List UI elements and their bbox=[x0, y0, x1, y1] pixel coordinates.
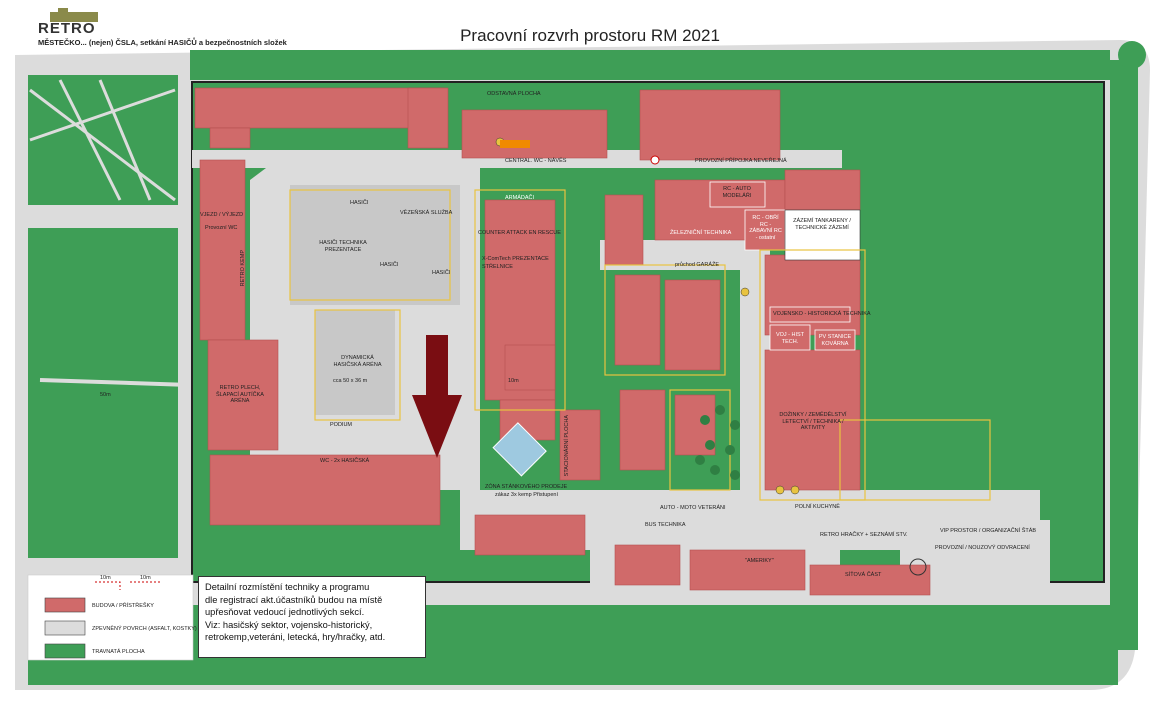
label-rc-obri: RC - OBŘÍ RC - ZÁBAVNÍ RC - ostatní bbox=[749, 215, 782, 241]
label-siteova: SÍŤOVÁ ČÁST bbox=[845, 572, 882, 578]
label-vezenska: VĚZEŇSKÁ SLUŽBA bbox=[400, 210, 453, 216]
grass-north bbox=[190, 50, 1110, 80]
label-stacionarni: STACIONÁRNÍ PLOCHA bbox=[564, 415, 570, 477]
label-zazemi: ZÁZEMÍ TANKARENY / TECHNICKÉ ZÁZEMÍ bbox=[793, 218, 851, 231]
label-wc-hasicska: WC - 2x HASIČSKÁ bbox=[320, 458, 370, 464]
parking-top bbox=[290, 185, 460, 305]
label-counter: COUNTER ATTACK EN RESCUE bbox=[478, 230, 561, 236]
label-50m: 50m bbox=[100, 392, 111, 398]
label-arena-size: cca 50 x 36 m bbox=[333, 378, 368, 384]
label-zakaz: zákaz 3x kemp Přistupení bbox=[495, 492, 558, 498]
legend-scale-a: 10m bbox=[100, 575, 111, 581]
grass-west bbox=[28, 228, 178, 558]
label-retro-hracky: RETRO HRAČKY + SEZNÁMÍ STV. bbox=[820, 532, 908, 538]
label-provozni-odpad: PROVOZNÍ / NOUZOVÝ ODVRACENÍ bbox=[935, 545, 1030, 551]
label-strelnice: STŘELNICE bbox=[482, 264, 513, 270]
note-line: Viz: hasičský sektor, vojensko-historick… bbox=[205, 619, 373, 630]
label-voj-hist: VOJ - HIST TECH. bbox=[775, 332, 805, 345]
label-hasici-right: HASIČI bbox=[432, 270, 451, 276]
arena-paved bbox=[315, 310, 395, 415]
label-central-wc: CENTRAL. WC - NÁVĚS bbox=[505, 158, 567, 164]
legend-paved: ZPEVNĚNÝ POVRCH (ASFALT, KOSTKY) bbox=[92, 626, 197, 632]
paths-northwest bbox=[29, 79, 176, 202]
buildings bbox=[194, 87, 931, 596]
logo-shape bbox=[50, 8, 98, 22]
info-note: Detailní rozmístění techniky a programu … bbox=[198, 576, 426, 658]
legend-building: BUDOVA / PŘÍSTŘEŠKY bbox=[92, 603, 154, 609]
label-vjezd: VJEZD / VÝJEZD bbox=[200, 212, 244, 218]
label-ostavna: ODSTAVNÁ PLOCHA bbox=[487, 91, 541, 97]
note-line: upřesňovat vedoucí jednotlivých sekcí. bbox=[205, 607, 365, 617]
label-busy: BUS TECHNIKA bbox=[645, 522, 686, 528]
label-polni: POLNÍ KUCHYNĚ bbox=[795, 504, 840, 510]
label-zeleznicni: ŽELEZNIČNÍ TECHNIKA bbox=[670, 230, 732, 236]
label-zona-stan: ZÓNA STÁNKOVÉHO PRODEJE bbox=[485, 484, 568, 490]
label-vip: VIP PROSTOR / ORGANIZAČNÍ ŠTÁB bbox=[940, 528, 1037, 534]
grass-east bbox=[1110, 60, 1138, 650]
label-podium: PODIUM bbox=[330, 422, 352, 428]
label-xcom: X-ComTech PREZENTACE bbox=[482, 256, 549, 262]
roundabout bbox=[1118, 41, 1146, 69]
legend-scale-b: 10m bbox=[140, 575, 151, 581]
label-hasici-tech: HASIČI TECHNIKA PREZENTACE bbox=[319, 240, 367, 253]
label-dynamicka: DYNAMICKÁ HASIČSKÁ ARÉNA bbox=[333, 355, 382, 368]
label-provozni: PROVOZNÍ PŘÍPOJKA NEVEŘEJNÁ bbox=[695, 158, 787, 164]
label-vojensko: VOJENSKO - HISTORICKÁ TECHNIKA bbox=[773, 311, 871, 317]
label-americky: "AMERIKY" bbox=[745, 558, 774, 564]
label-10m: 10m bbox=[508, 378, 519, 384]
legend-swatches bbox=[27, 574, 194, 661]
zone-outlines bbox=[289, 189, 991, 501]
note-line: retrokemp,veteráni, letecká, hry/hračky,… bbox=[205, 632, 386, 642]
label-retro-kemp: RETRO KEMP bbox=[240, 250, 246, 287]
highlight-arrow bbox=[412, 335, 462, 458]
subtitle: MĚSTEČKO... (nejen) ČSLA, setkání HASIČŮ… bbox=[38, 38, 287, 47]
label-rc-auto: RC - AUTO MODELÁŘI bbox=[722, 186, 752, 199]
label-hasici-mid: HASIČI bbox=[380, 262, 399, 268]
note-line: Detailní rozmístění techniky a programu bbox=[205, 582, 370, 592]
label-armadaci: ARMÁDAČI bbox=[505, 195, 535, 201]
label-retro-plech: RETRO PLECH, ŠLAPACÍ AUTÍČKA ARÉNA bbox=[216, 385, 264, 404]
page-title: Pracovní rozvrh prostoru RM 2021 bbox=[460, 26, 720, 45]
note-line: dle registrací akt.účastníků budou na mí… bbox=[205, 594, 383, 605]
label-dozinky: DOŽINKY / ZEMĚDĚLSTVÍ LETECTVÍ / TECHNIK… bbox=[779, 412, 847, 431]
label-pvs: PV STANICE KOVÁRNA bbox=[818, 334, 852, 347]
trees bbox=[695, 405, 740, 480]
label-hasici-top: HASIČI bbox=[350, 200, 369, 206]
label-provozni-wc: Provozní WC bbox=[205, 225, 238, 231]
logo-text: RETRO bbox=[38, 20, 96, 37]
label-pruchod: průchod GARÁŽE bbox=[675, 262, 720, 268]
legend-grass: TRAVNATÁ PLOCHA bbox=[92, 649, 145, 655]
label-auto-moto: AUTO - MOTO VETERÁNI bbox=[660, 505, 726, 511]
